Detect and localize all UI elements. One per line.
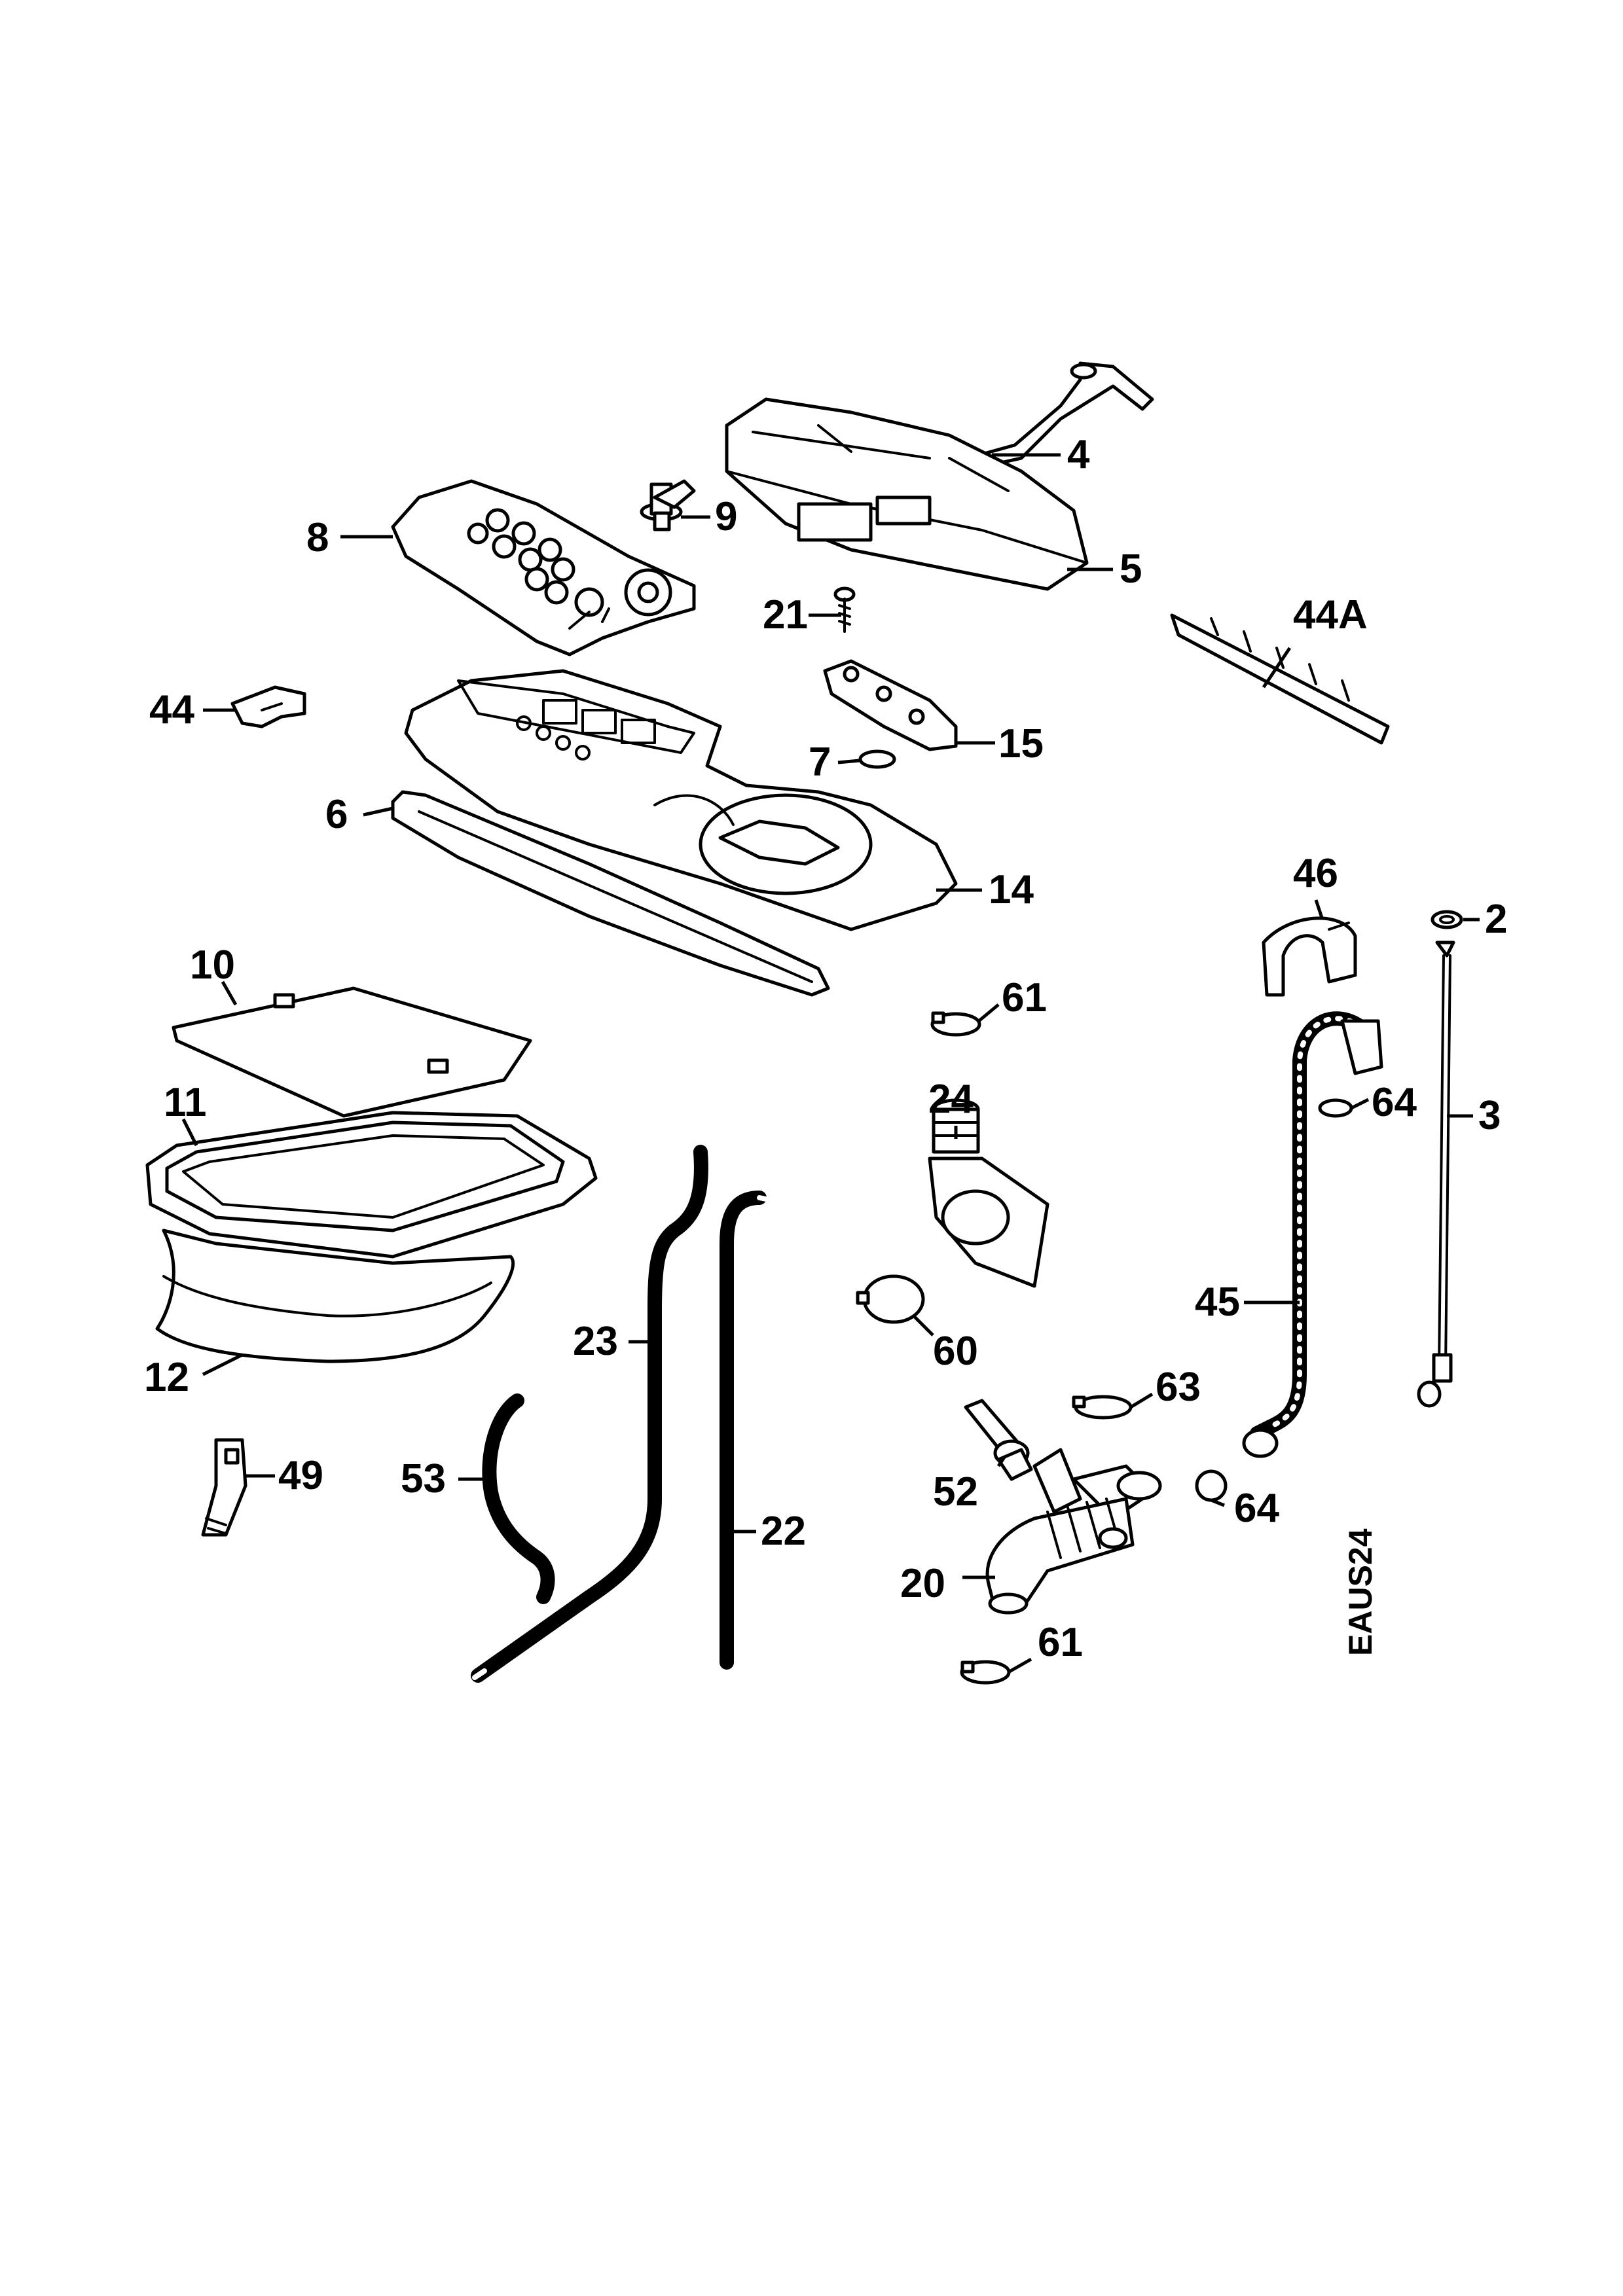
part-64-ring-upper [1318, 1098, 1353, 1118]
part-60-clamp [856, 1274, 925, 1324]
label-61-lower: 61 [1038, 1620, 1083, 1665]
part-24-elbow [928, 1098, 1049, 1288]
part-6-strip [391, 790, 830, 997]
label-7: 7 [809, 740, 831, 785]
part-4-lever [954, 361, 1154, 473]
part-44-clip [230, 685, 306, 728]
label-10: 10 [190, 942, 235, 988]
label-63: 63 [1156, 1365, 1201, 1410]
label-49: 49 [278, 1453, 323, 1498]
part-15-bracket [823, 659, 958, 751]
label-52: 52 [933, 1469, 978, 1515]
label-20: 20 [900, 1561, 945, 1606]
part-12-tub [155, 1229, 515, 1363]
label-24: 24 [928, 1077, 974, 1122]
label-15: 15 [998, 721, 1044, 766]
label-8: 8 [306, 515, 329, 560]
part-61-clamp-lower [960, 1660, 1011, 1685]
part-22-hose [720, 1191, 769, 1670]
label-60: 60 [933, 1329, 978, 1374]
diagram-code: EAUS24 [1342, 1528, 1379, 1656]
label-23: 23 [573, 1319, 618, 1364]
label-53: 53 [401, 1456, 446, 1501]
part-63-clamp [1072, 1395, 1133, 1420]
label-21: 21 [763, 592, 808, 637]
part-3-rod [1417, 941, 1455, 1408]
label-11: 11 [164, 1080, 207, 1125]
label-64-upper: 64 [1372, 1080, 1417, 1125]
part-64-ring-lower [1195, 1469, 1228, 1502]
label-12: 12 [144, 1355, 189, 1400]
label-3: 3 [1478, 1093, 1501, 1138]
part-23-hose [471, 1145, 708, 1683]
label-4: 4 [1067, 432, 1090, 477]
part-45-drain-hose [1242, 1011, 1383, 1458]
part-21-screw [833, 586, 856, 633]
label-9: 9 [715, 494, 737, 539]
part-5-control-housing [725, 397, 1089, 591]
part-61-clamp-upper [930, 1011, 981, 1037]
label-46: 46 [1293, 851, 1338, 896]
label-2: 2 [1485, 897, 1507, 942]
part-49-bracket [201, 1438, 247, 1537]
part-52-fitting [964, 1399, 1033, 1481]
label-64-lower: 64 [1234, 1486, 1279, 1531]
label-14: 14 [989, 867, 1034, 912]
part-2-cap [1431, 910, 1463, 929]
part-53-hose [482, 1393, 555, 1604]
part-8-control-panel [391, 479, 696, 656]
label-5: 5 [1120, 547, 1142, 592]
label-44a: 44A [1293, 592, 1368, 637]
label-6: 6 [325, 792, 348, 837]
part-46-hose-hook [1262, 916, 1357, 997]
part-7-o-ring [858, 749, 896, 769]
label-45: 45 [1195, 1280, 1240, 1325]
part-9-valve [640, 479, 696, 531]
part-14-top-plate [404, 669, 958, 931]
part-labels: 4 5 8 9 21 44A 44 15 7 6 14 10 61 11 12 … [144, 432, 1507, 1665]
leader-lines [181, 453, 1480, 1674]
part-10-lid-panel [172, 986, 532, 1118]
part-44a-strip [1170, 613, 1390, 745]
label-61-upper: 61 [1002, 975, 1047, 1020]
label-22: 22 [761, 1509, 806, 1554]
part-20-drain-elbow [985, 1448, 1162, 1615]
part-11-gasket-frame [145, 1111, 598, 1259]
label-44: 44 [149, 687, 194, 732]
